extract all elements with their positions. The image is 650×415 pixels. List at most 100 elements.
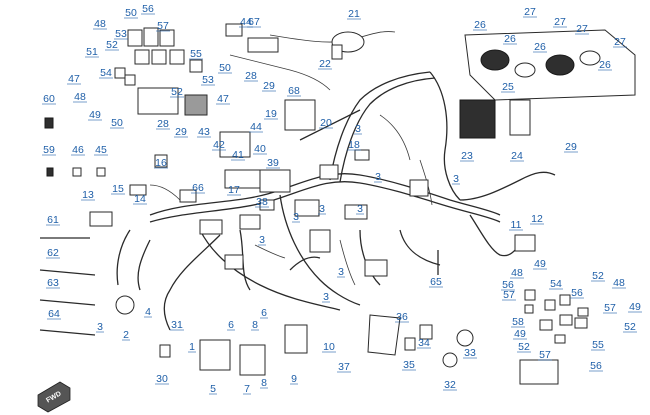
callout-27: 27 [614,36,626,48]
callout-33: 33 [464,347,476,359]
lower-components [89,211,559,385]
callout-13: 13 [82,189,94,201]
callout-53: 53 [115,28,127,40]
callout-50: 50 [125,7,137,19]
callout-59: 59 [43,144,55,156]
callout-56: 56 [142,3,154,15]
callout-41: 41 [232,149,244,161]
callout-46: 46 [72,144,84,156]
callout-24: 24 [511,150,523,162]
ecu-battery-group [219,99,531,193]
callout-38: 38 [256,196,268,208]
callout-55: 55 [190,48,202,60]
callout-54: 54 [550,278,562,290]
callout-52: 52 [624,321,636,333]
callout-8: 8 [252,319,258,331]
callout-57: 57 [539,349,551,361]
callout-64: 64 [48,308,60,320]
callout-61: 61 [47,214,59,226]
callout-20: 20 [320,117,332,129]
callout-55: 55 [592,339,604,351]
callout-10: 10 [323,341,335,353]
callout-57: 57 [157,20,169,32]
callout-6: 6 [228,319,234,331]
callout-29: 29 [175,126,187,138]
callout-52: 52 [592,270,604,282]
callout-6: 6 [261,307,267,319]
callout-58: 58 [512,316,524,328]
callout-3: 3 [323,291,329,303]
callout-39: 39 [267,157,279,169]
connectors [179,149,429,277]
callout-3: 3 [355,123,361,135]
callout-14: 14 [134,193,146,205]
callout-3: 3 [259,234,265,246]
callout-36: 36 [396,311,408,323]
callout-60: 60 [43,93,55,105]
callout-45: 45 [95,144,107,156]
callout-3: 3 [338,266,344,278]
callout-2: 2 [123,329,129,341]
callout-50: 50 [111,117,123,129]
callout-40: 40 [254,143,266,155]
fwd-tag: FWD [37,381,71,413]
callout-23: 23 [461,150,473,162]
callout-25: 25 [502,81,514,93]
callout-48: 48 [613,277,625,289]
callout-68: 68 [288,85,300,97]
callout-56: 56 [590,360,602,372]
callout-52: 52 [171,86,183,98]
callout-21: 21 [348,8,360,20]
ignition-switch-21 [331,31,365,60]
callout-27: 27 [576,23,588,35]
callout-31: 31 [171,319,183,331]
callout-15: 15 [112,183,124,195]
callout-3: 3 [375,171,381,183]
callout-49: 49 [514,328,526,340]
callout-56: 56 [502,279,514,291]
callout-7: 7 [244,383,250,395]
callout-56: 56 [571,287,583,299]
callout-3: 3 [97,321,103,333]
callout-52: 52 [106,39,118,51]
callout-30: 30 [156,373,168,385]
callout-18: 18 [348,139,360,151]
callout-4: 4 [145,306,151,318]
callout-57: 57 [604,302,616,314]
callout-28: 28 [157,118,169,130]
callout-34: 34 [418,337,430,349]
wire-rods-left [39,237,96,336]
callout-51: 51 [86,46,98,58]
callout-5: 5 [210,383,216,395]
callout-43: 43 [198,126,210,138]
small-relays-right [524,289,589,344]
callout-29: 29 [263,80,275,92]
callout-62: 62 [47,247,59,259]
callout-29: 29 [565,141,577,153]
callout-65: 65 [430,276,442,288]
callout-28: 28 [245,70,257,82]
callout-63: 63 [47,277,59,289]
relay-block-44 [225,23,279,53]
callout-27: 27 [554,16,566,28]
callout-48: 48 [94,18,106,30]
callout-37: 37 [338,361,350,373]
callout-8: 8 [261,377,267,389]
callout-42: 42 [213,139,225,151]
callout-3: 3 [319,203,325,215]
callout-66: 66 [192,182,204,194]
callout-44: 44 [250,121,262,133]
callout-48: 48 [74,91,86,103]
callout-48: 48 [511,267,523,279]
callout-3: 3 [453,173,459,185]
callout-35: 35 [403,359,415,371]
callout-3: 3 [357,203,363,215]
callout-49: 49 [629,301,641,313]
callout-22: 22 [319,58,331,70]
callout-9: 9 [291,373,297,385]
callout-12: 12 [531,213,543,225]
callout-47: 47 [68,73,80,85]
callout-52: 52 [518,341,530,353]
